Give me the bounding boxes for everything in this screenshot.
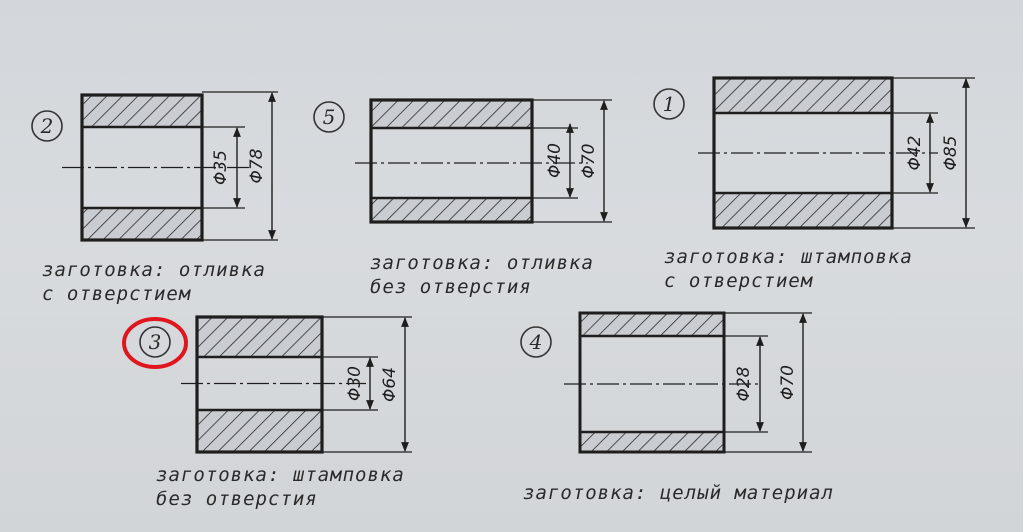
part-number-circle bbox=[139, 326, 171, 358]
hatched-section-top bbox=[80, 93, 204, 129]
hatched-section-top bbox=[578, 311, 726, 338]
part-number-circle bbox=[520, 326, 552, 358]
part-number-circle bbox=[31, 110, 63, 142]
dimension-label-outer: Φ70 bbox=[579, 143, 599, 178]
hatched-section-bottom bbox=[712, 191, 894, 230]
caption-line: заготовка: штамповка bbox=[664, 246, 913, 268]
dimension-label-inner: Φ35 bbox=[211, 150, 231, 185]
caption-part-3: заготовка: штамповка без отверстия bbox=[156, 463, 405, 511]
hatched-section-top bbox=[195, 315, 324, 359]
caption-part-2: заготовка: отливка с отверстием bbox=[42, 258, 266, 306]
hatched-section-bottom bbox=[80, 206, 204, 242]
dimension-label-outer: Φ78 bbox=[247, 148, 267, 183]
hatched-section-top bbox=[712, 76, 894, 115]
caption-line: с отверстием bbox=[664, 270, 814, 292]
caption-part-1: заготовка: штамповка с отверстием bbox=[664, 245, 913, 293]
caption-part-4: заготовка: целый материал bbox=[523, 481, 834, 505]
part-outline bbox=[195, 315, 324, 454]
dimension-label-inner: Φ40 bbox=[545, 143, 565, 178]
dimension-label-inner: Φ28 bbox=[734, 366, 754, 401]
part-number-label: 2 bbox=[40, 114, 54, 138]
part-number-label: 4 bbox=[529, 330, 543, 354]
part-outline bbox=[369, 98, 534, 224]
part-number-label: 3 bbox=[149, 330, 162, 354]
part-number-circle bbox=[313, 101, 345, 133]
caption-line: заготовка: отливка bbox=[42, 259, 266, 281]
caption-line: с отверстием bbox=[42, 283, 192, 305]
dimension-label-inner: Φ42 bbox=[905, 135, 925, 170]
caption-line: заготовка: целый материал bbox=[523, 482, 834, 504]
caption-line: без отверстия bbox=[156, 488, 318, 510]
part-number-label: 5 bbox=[323, 105, 336, 129]
highlight-ring bbox=[122, 317, 188, 369]
hatched-section-top bbox=[369, 98, 534, 130]
caption-line: заготовка: штамповка bbox=[156, 464, 405, 486]
caption-part-5: заготовка: отливка без отверстия bbox=[370, 251, 594, 299]
dimension-label-outer: Φ70 bbox=[778, 365, 798, 400]
part-number-circle bbox=[653, 88, 685, 120]
dimension-label-outer: Φ85 bbox=[941, 135, 961, 170]
hatched-section-bottom bbox=[195, 408, 324, 454]
dimension-label-outer: Φ64 bbox=[380, 367, 400, 402]
caption-line: без отверстия bbox=[370, 276, 532, 298]
hatched-section-bottom bbox=[578, 430, 726, 454]
hatched-section-bottom bbox=[369, 196, 534, 224]
part-outline bbox=[578, 311, 726, 454]
part-number-label: 1 bbox=[663, 92, 676, 116]
caption-line: заготовка: отливка bbox=[370, 252, 594, 274]
dimension-label-inner: Φ30 bbox=[345, 366, 365, 401]
